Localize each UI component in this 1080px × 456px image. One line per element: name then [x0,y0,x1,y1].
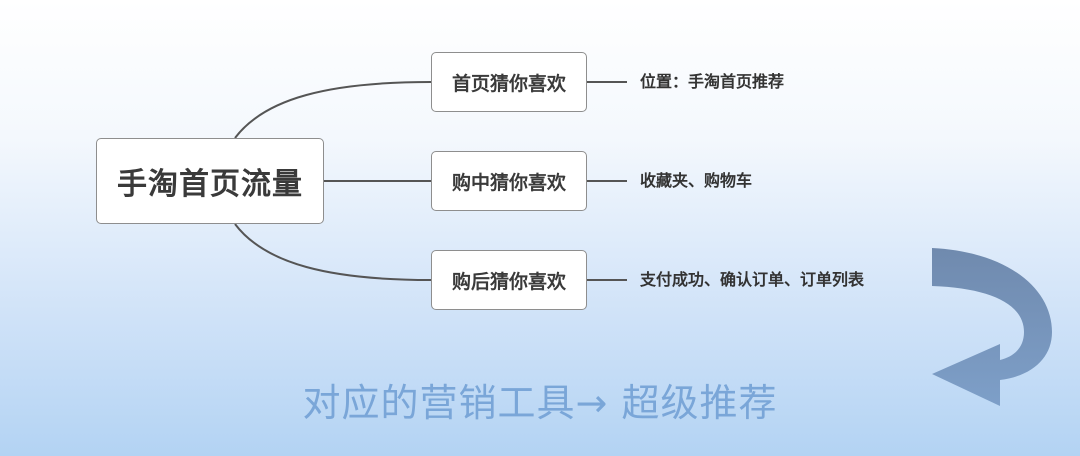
curved-return-arrow-icon [932,248,1052,406]
footer-suffix: 超级推荐 [621,381,778,425]
leaf-detail-home: 位置：手淘首页推荐 [640,72,785,91]
leaf-detail-mid-purchase: 收藏夹、购物车 [640,171,753,190]
leaf-detail-post-purchase: 支付成功、确认订单、订单列表 [640,270,865,289]
branch-node-label: 首页猜你喜欢 [451,72,566,95]
footer-prefix: 对应的营销工具 [302,381,576,425]
footer-marketing-tool: 对应的营销工具→ 超级推荐 [0,372,1080,427]
footer-arrow: → [575,381,609,425]
connector-root-to-branch-3 [234,223,432,281]
connector-root-to-branch-1 [234,81,432,139]
branch-node-mid-purchase-guess: 购中猜你喜欢 [431,151,587,211]
branch-node-post-purchase-guess: 购后猜你喜欢 [431,250,587,310]
root-node: 手淘首页流量 [96,138,324,224]
branch-node-label: 购中猜你喜欢 [451,171,566,194]
branch-node-home-guess: 首页猜你喜欢 [431,52,587,112]
branch-node-label: 购后猜你喜欢 [451,270,566,293]
root-node-label: 手淘首页流量 [117,167,303,202]
